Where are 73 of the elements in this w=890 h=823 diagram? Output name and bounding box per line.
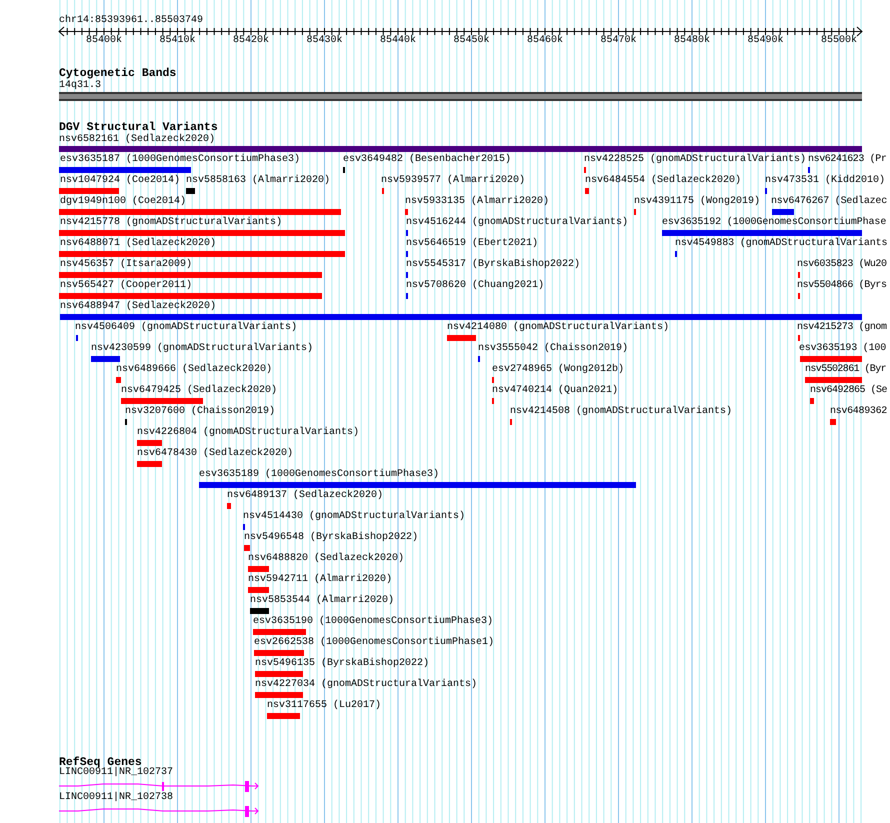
variant-label: nsv565427 (Cooper2011): [60, 280, 192, 292]
tick-label: 85460k: [527, 35, 564, 47]
variant-label: dgv1949n100 (Coe2014): [60, 196, 186, 208]
variant-label: nsv6035823 (Wu20: [797, 259, 887, 271]
band-label: 14q31.3: [59, 80, 102, 92]
variant-label: nsv4214080 (gnomADStructuralVariants): [447, 322, 670, 334]
variant-label: nsv473531 (Kidd2010): [765, 175, 886, 187]
track-heading: DGV Structural Variants: [59, 121, 218, 134]
variant-label: nsv6488820 (Sedlazeck2020): [248, 553, 404, 565]
variant-label: esv3649482 (Besenbacher2015): [343, 154, 512, 166]
variant-label: nsv5504866 (Byrs: [797, 280, 887, 292]
variant-label: esv3635193 (100: [799, 343, 886, 355]
variant-label: nsv5646519 (Ebert2021): [406, 238, 538, 250]
variant-label: nsv5708620 (Chuang2021): [406, 280, 544, 292]
tick-label: 85450k: [454, 35, 490, 47]
variant-label: nsv456357 (Itsara2009): [60, 259, 192, 271]
variant-label: nsv4740214 (Quan2021): [492, 385, 618, 397]
variant-label: nsv6478430 (Sedlazeck2020): [137, 448, 294, 460]
variant-label: nsv6582161 (Sedlazeck2020): [59, 134, 216, 146]
variant-label: nsv5933135 (Almarri2020): [405, 196, 550, 208]
variant-label: nsv4228525 (gnomADStructuralVariants): [584, 154, 806, 166]
tick-label: 85400k: [86, 35, 122, 47]
variant-label: nsv4215273 (gnom: [797, 322, 887, 334]
variant-label: nsv4214508 (gnomADStructuralVariants): [510, 406, 732, 418]
variant-label: nsv6492865 (Se: [810, 385, 888, 397]
variant-label: nsv6489666 (Sedlazeck2020): [116, 364, 272, 376]
variant-label: nsv4506409 (gnomADStructuralVariants): [75, 322, 298, 334]
gene-label: LINC00911|NR_102737: [59, 767, 174, 779]
variant-label: nsv6476267 (Sedlazec: [771, 196, 888, 208]
tick-label: 85480k: [674, 35, 710, 47]
tick-label: 85420k: [233, 35, 270, 47]
variant-label: nsv6489362: [830, 406, 888, 418]
variant-label: nsv4215778 (gnomADStructuralVariants): [60, 217, 282, 229]
variant-label: esv3635189 (1000GenomesConsortiumPhase3): [199, 469, 440, 481]
tick-label: 85500k: [821, 35, 858, 47]
variant-label: nsv5858163 (Almarri2020): [186, 175, 330, 187]
variant-label: nsv6484554 (Sedlazeck2020): [585, 175, 742, 187]
variant-label: nsv6241623 (Pr: [808, 154, 886, 166]
tick-label: 85440k: [380, 35, 416, 47]
variant-label: nsv4516244 (gnomADStructuralVariants): [406, 217, 628, 229]
variant-label: nsv3117655 (Lu2017): [267, 700, 382, 712]
variant-label: nsv4549883 (gnomADStructuralVariants: [675, 238, 888, 250]
variant-label: nsv4226804 (gnomADStructuralVariants): [137, 427, 360, 439]
variant-label: nsv5496135 (ByrskaBishop2022): [255, 658, 430, 670]
variant-label: nsv6479425 (Sedlazeck2020): [121, 385, 278, 397]
variant-label: nsv4391175 (Wong2019): [634, 196, 760, 208]
variant-label: nsv5502861 (Byr: [805, 364, 886, 376]
tick-label: 85470k: [600, 35, 637, 47]
variant-label: nsv5939577 (Almarri2020): [381, 175, 526, 187]
variant-label: esv3635192 (1000GenomesConsortiumPhase: [662, 217, 886, 229]
variant-label: nsv6489137 (Sedlazeck2020): [227, 490, 384, 502]
gene-label: LINC00911|NR_102738: [59, 792, 174, 804]
variant-label: esv2748965 (Wong2012b): [492, 364, 624, 376]
variant-label: nsv4230599 (gnomADStructuralVariants): [91, 343, 314, 355]
variant-label: nsv5853544 (Almarri2020): [250, 595, 394, 607]
variant-label: nsv6488071 (Sedlazeck2020): [60, 238, 216, 250]
variant-label: nsv5942711 (Almarri2020): [248, 574, 392, 586]
variant-label: nsv6488947 (Sedlazeck2020): [60, 301, 216, 313]
coordinate-label: chr14:85393961..85503749: [59, 15, 204, 27]
variant-label: nsv4514430 (gnomADStructuralVariants): [243, 511, 466, 523]
variant-label: nsv4227034 (gnomADStructuralVariants): [255, 679, 478, 691]
variant-label: nsv3207600 (Chaisson2019): [125, 406, 276, 418]
tick-label: 85430k: [306, 35, 343, 47]
variant-label: esv2662538 (1000GenomesConsortiumPhase1): [254, 637, 494, 649]
tick-label: 85410k: [160, 35, 196, 47]
variant-label: nsv5496548 (ByrskaBishop2022): [244, 532, 418, 544]
track-heading: Cytogenetic Bands: [59, 67, 176, 80]
variant-label: nsv5545317 (ByrskaBishop2022): [406, 259, 580, 271]
tick-label: 85490k: [748, 35, 784, 47]
variant-label: nsv1047924 (Coe2014): [60, 175, 180, 187]
variant-label: esv3635190 (1000GenomesConsortiumPhase3): [253, 616, 494, 628]
variant-label: nsv3555042 (Chaisson2019): [478, 343, 628, 355]
variant-label: esv3635187 (1000GenomesConsortiumPhase3): [60, 154, 300, 166]
